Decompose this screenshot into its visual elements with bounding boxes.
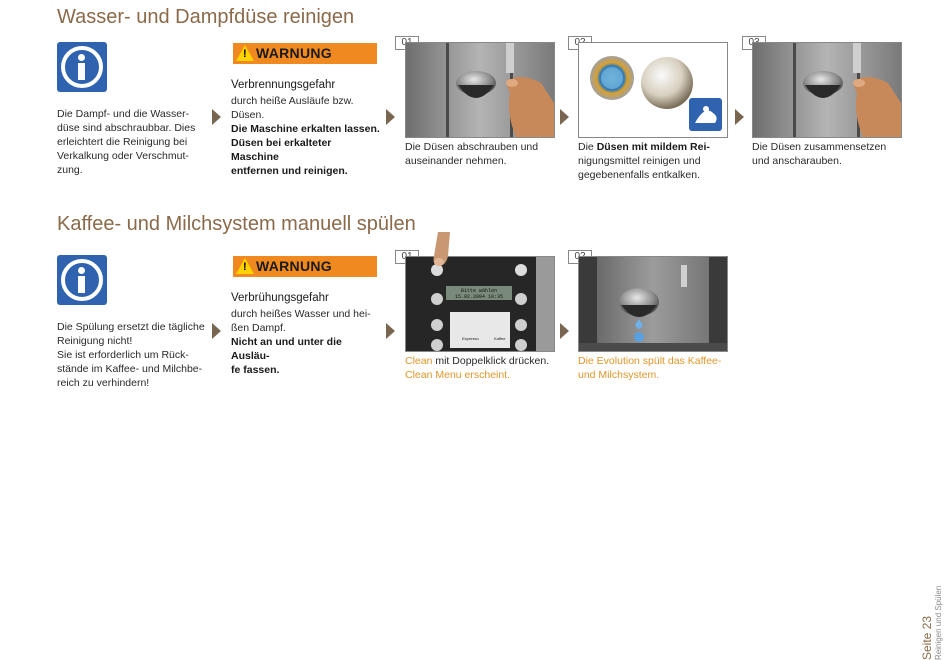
info-icon	[57, 42, 107, 92]
info-icon	[57, 255, 107, 305]
button-coffee-label: Kaffee	[494, 336, 506, 341]
step-caption: Die Düsen mit mildem Rei- nigungsmittel …	[578, 141, 710, 181]
warning-triangle-icon	[236, 45, 254, 61]
arrow-right-icon	[386, 323, 395, 339]
section-name: Reinigen und Spülen	[934, 585, 943, 660]
arrow-right-icon	[560, 109, 569, 125]
warning-triangle-icon	[236, 258, 254, 274]
warning-banner: ! WARNUNG	[233, 43, 377, 64]
step-caption: Die Evolution spült das Kaffee- und Milc…	[578, 355, 722, 381]
step-caption: Clean mit Doppelklick drücken. Clean Men…	[405, 355, 550, 381]
step-caption: Die Düsen zusammensetzen und anscharaube…	[752, 141, 887, 167]
photo-clean-nozzle-parts	[578, 42, 728, 138]
arrow-right-icon	[560, 323, 569, 339]
display-line-1: Bitte wählen	[461, 288, 497, 294]
page-footer: Seite 23 Reinigen und Spülen	[920, 586, 943, 660]
photo-reassemble-nozzle	[752, 42, 902, 138]
warning-title: Verbrennungsgefahr	[231, 79, 336, 91]
info-text: Die Spülung ersetzt die tägliche Reinigu…	[57, 321, 205, 389]
arrow-right-icon	[212, 323, 221, 339]
display-line-2: 15.02.2004 10:35	[455, 294, 503, 300]
photo-unscrew-nozzle	[405, 42, 555, 138]
warning-title: Verbrühungsgefahr	[231, 292, 329, 304]
photo-control-panel: Bitte wählen 15.02.2004 10:35 Espresso K…	[405, 256, 555, 352]
page-number: Seite 23	[920, 615, 934, 660]
section-title-nozzle-cleaning: Wasser- und Dampfdüse reinigen	[57, 6, 355, 28]
arrow-right-icon	[212, 109, 221, 125]
arrow-right-icon	[386, 109, 395, 125]
button-espresso-label: Espresso	[462, 336, 479, 341]
step-caption: Die Düsen abschrauben und auseinander ne…	[405, 141, 539, 167]
arrow-right-icon	[735, 109, 744, 125]
warning-body: durch heißes Wasser und hei- ßen Dampf. …	[231, 308, 371, 376]
finger-press-icon	[433, 232, 450, 266]
warning-banner: ! WARNUNG	[233, 256, 377, 277]
warning-body: durch heiße Ausläufe bzw. Düsen. Die Mas…	[231, 95, 380, 177]
photo-rinsing	[578, 256, 728, 352]
section-title-manual-rinse: Kaffee- und Milchsystem manuell spülen	[57, 213, 416, 235]
clean-keyword: Clean	[405, 355, 433, 367]
info-text: Die Dampf- und die Wasser- düse sind abs…	[57, 108, 196, 176]
